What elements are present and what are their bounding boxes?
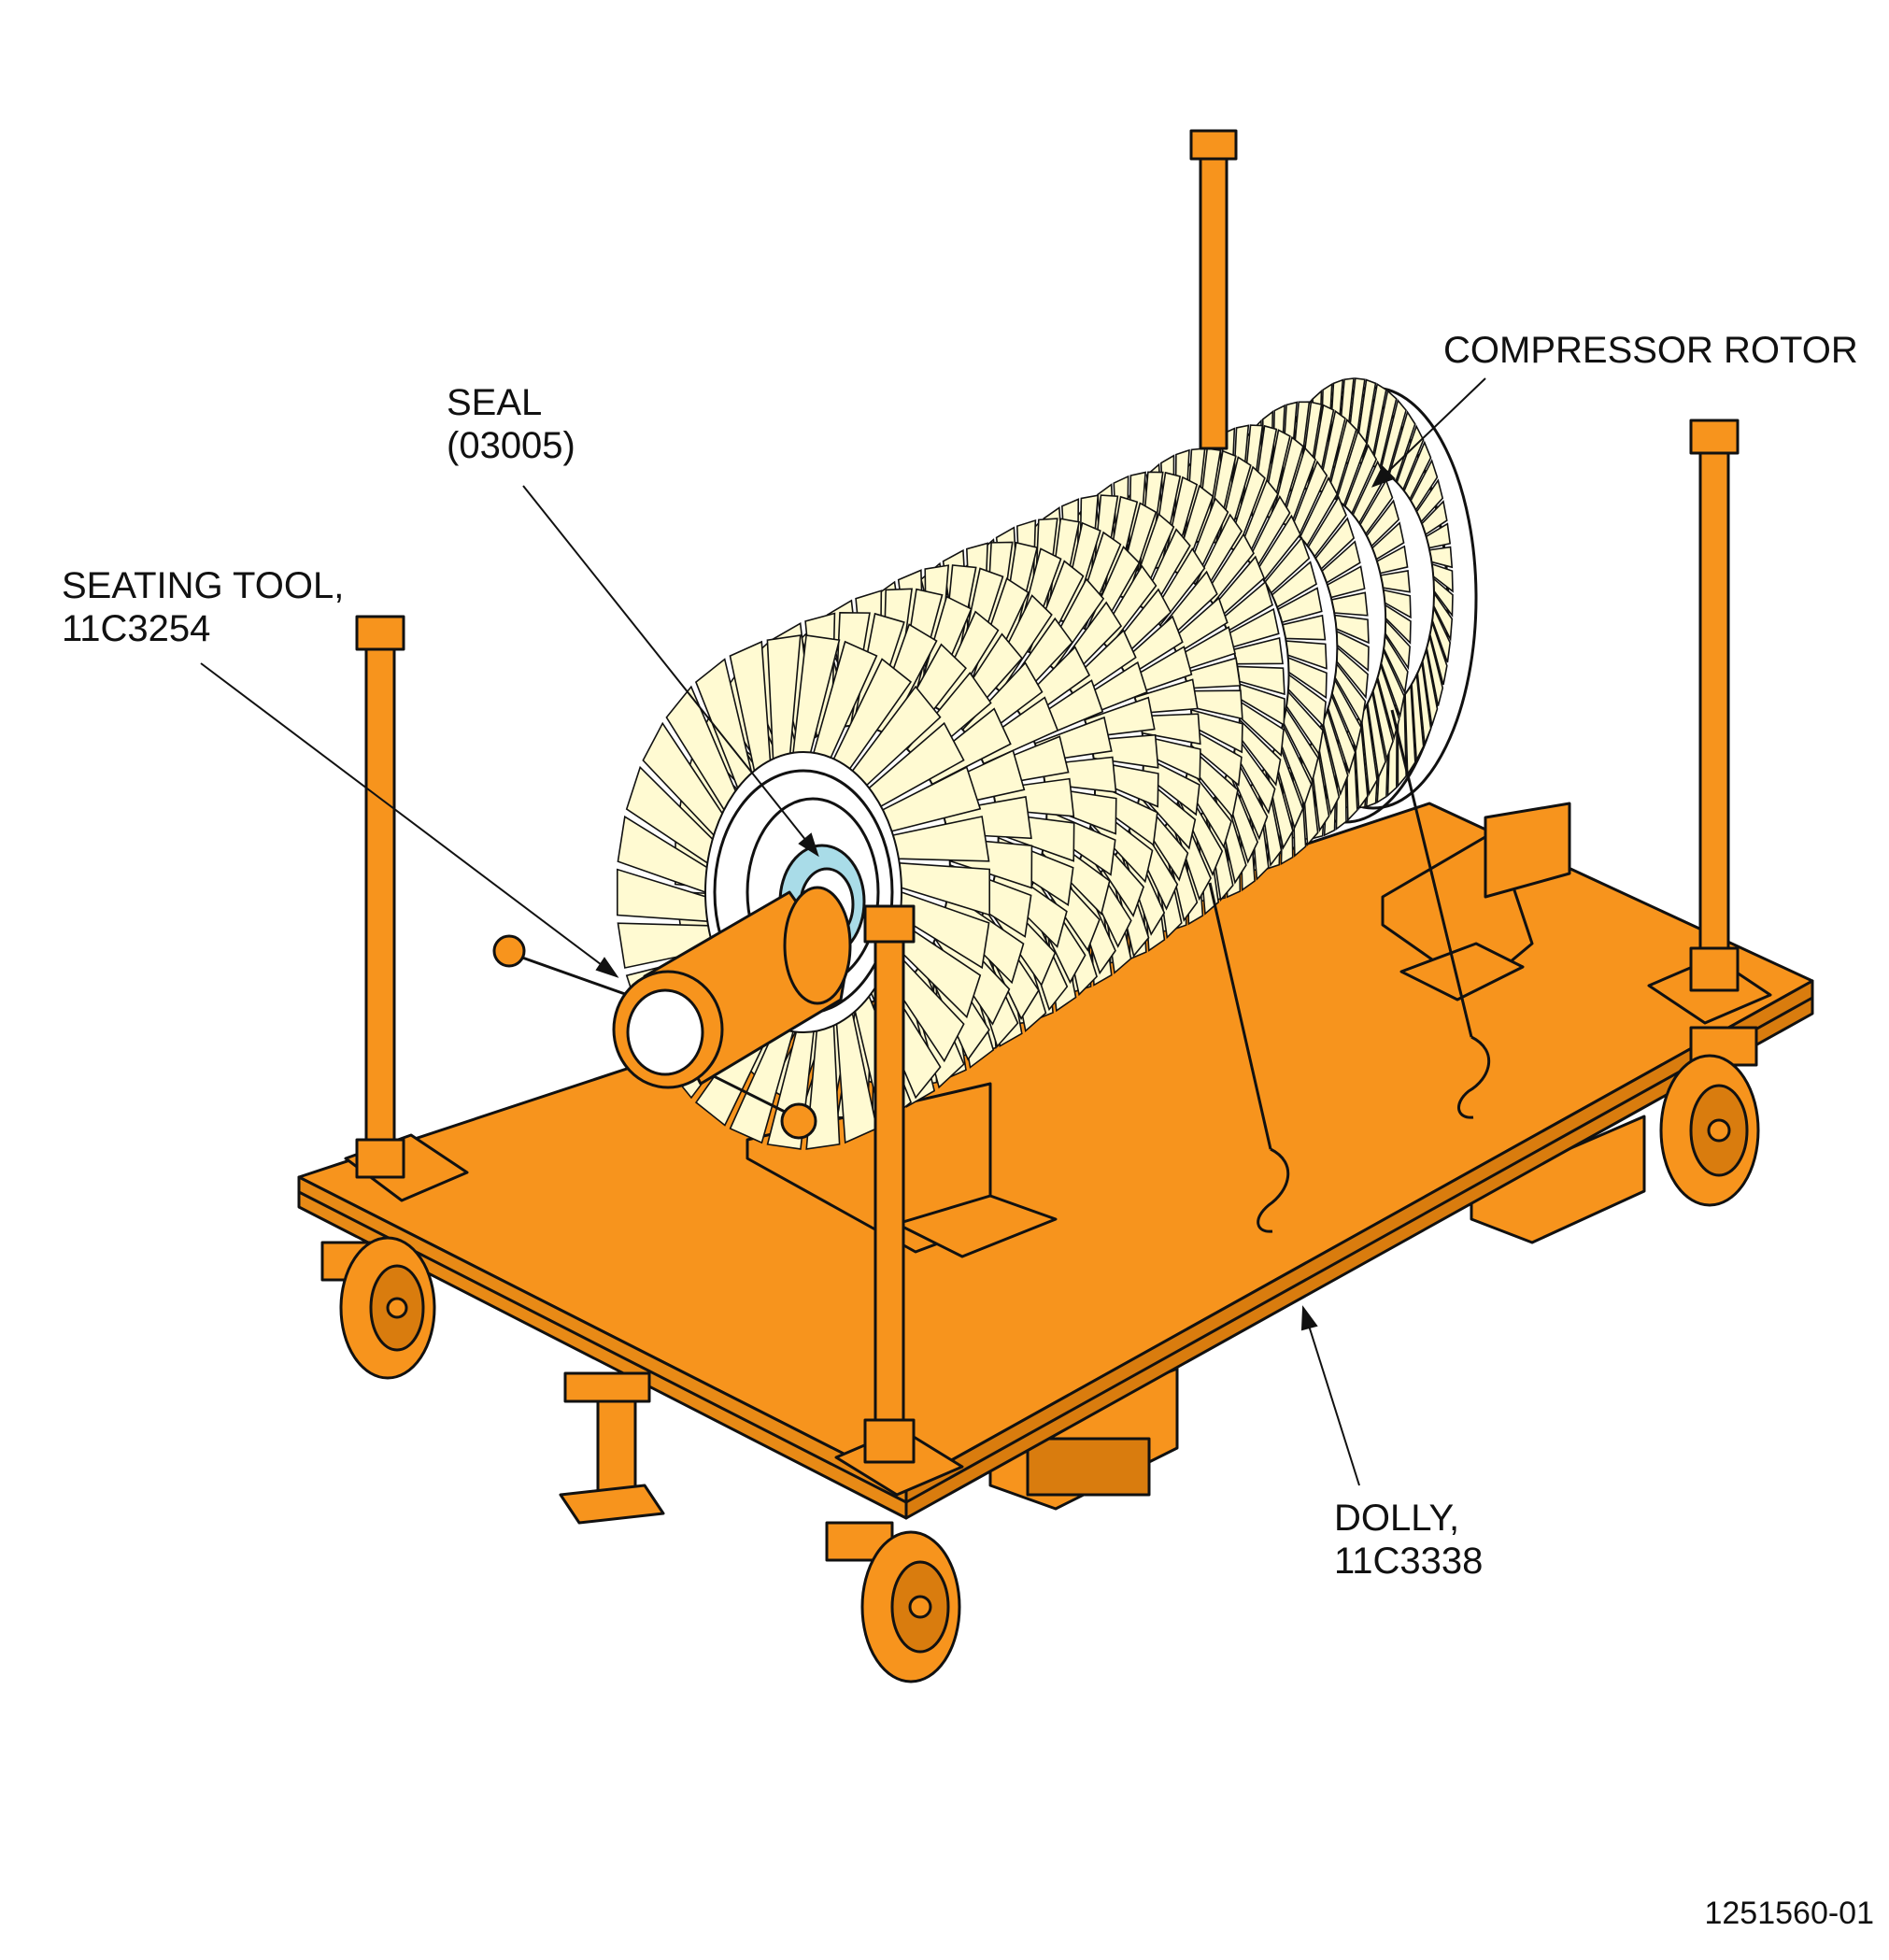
label-dolly-line-1: DOLLY, — [1334, 1498, 1460, 1539]
label-compressor-rotor: COMPRESSOR ROTOR — [1443, 329, 1858, 372]
leader-seal — [522, 485, 818, 856]
label-compressor-rotor-line: COMPRESSOR ROTOR — [1443, 330, 1858, 371]
leader-seating-tool — [200, 662, 618, 977]
wheels — [320, 1026, 1760, 1683]
label-seal: SEAL (03005) — [447, 381, 575, 467]
rear-box — [1484, 802, 1571, 899]
front-saddle-base — [895, 1194, 1058, 1258]
post-left — [355, 615, 405, 1179]
lifting-hooks — [1208, 709, 1491, 1233]
post-rear-right — [1689, 419, 1740, 992]
posts — [355, 129, 1740, 1464]
label-seal-line-1: SEAL — [447, 382, 543, 423]
caster-rear-right — [1659, 1026, 1760, 1207]
rear-channel — [1470, 1115, 1646, 1244]
leader-compressor-rotor — [1372, 377, 1486, 487]
label-seal-line-2: (03005) — [447, 425, 575, 466]
brake-pedal — [559, 1371, 665, 1525]
label-dolly-line-2: 11C3338 — [1334, 1541, 1484, 1582]
caster-front-left — [320, 1236, 436, 1380]
leader-lines — [200, 377, 1486, 1486]
front-channel-hole — [1026, 1437, 1151, 1497]
label-seating-tool-line-2: 11C3254 — [62, 608, 211, 649]
caster-front-right — [825, 1521, 961, 1683]
label-seating-tool-line-1: SEATING TOOL, — [62, 565, 345, 606]
label-seating-tool: SEATING TOOL, 11C3254 — [62, 564, 344, 650]
label-dolly: DOLLY, 11C3338 — [1334, 1497, 1483, 1583]
leader-dolly — [1302, 1307, 1360, 1486]
rotor-blade — [1380, 570, 1411, 593]
post-rear-center — [1189, 129, 1238, 450]
figure-number: 1251560-01 — [1704, 1896, 1874, 1931]
post-front-right — [863, 904, 916, 1464]
seating-tool-drawing — [492, 886, 852, 1140]
